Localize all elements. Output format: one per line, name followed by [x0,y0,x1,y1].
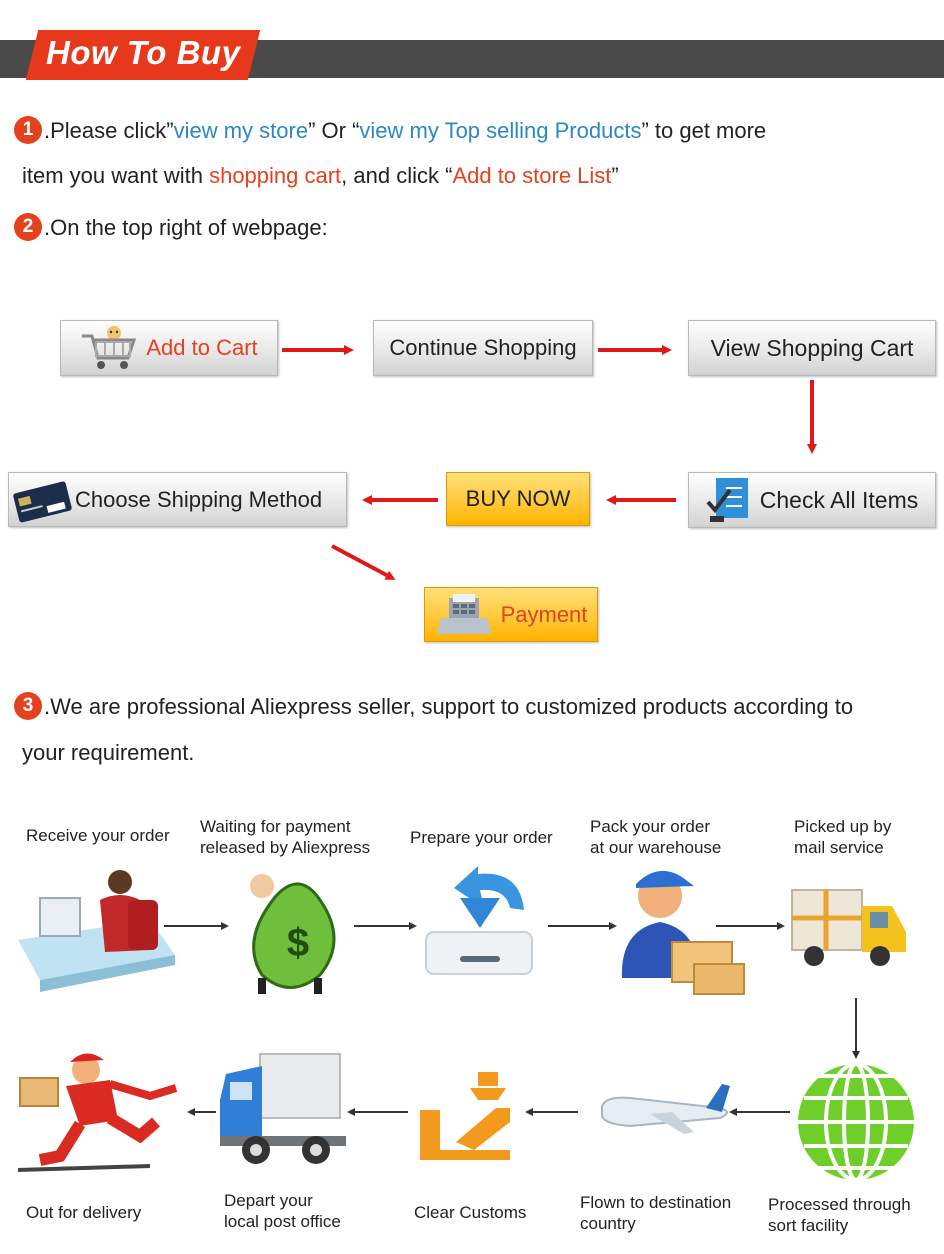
post-truck-icon [220,1053,346,1164]
view-cart-label: View Shopping Cart [710,334,914,361]
flow-arrows [282,345,817,580]
globe-icon [798,1062,914,1182]
add-to-cart-label: Add to Cart [146,335,258,360]
payment-label: Payment [500,601,588,627]
arrow-diagonal-icon [331,544,396,580]
step-receive-order-caption: Receive your order [26,826,170,845]
top-selling-link[interactable]: view my Top selling Products [359,118,642,143]
step3-line1: 3.We are professional Aliexpress seller,… [14,684,853,729]
step3-line2: your requirement. [22,740,195,765]
add-to-cart-button[interactable]: Add to Cart [60,320,278,376]
step3-number-badge: 3 [14,692,42,721]
step1-number-badge: 1 [14,116,42,145]
continue-shopping-label: Continue Shopping [389,335,577,360]
money-bag-icon: $ [250,874,336,994]
airplane-icon [601,1084,730,1134]
step-clear-customs-caption: Clear Customs [414,1203,527,1222]
shopping-cart-icon [80,324,138,372]
choose-shipping-label: Choose Shipping Method [75,486,323,512]
step-prepare-order-caption: Prepare your order [410,828,553,847]
add-to-store-list-link[interactable]: Add to store List [452,163,612,188]
step2-number-badge: 2 [14,213,42,242]
step-out-for-delivery-caption: Out for delivery [26,1203,142,1222]
delivery-truck-icon [791,889,906,966]
buy-now-button[interactable]: BUY NOW [446,472,590,526]
check-all-items-label: Check All Items [759,486,919,513]
courier-icon [17,1053,178,1172]
dollar-sign: $ [287,921,309,965]
check-all-items-button[interactable]: Check All Items [688,472,936,528]
step1-line2: item you want with shopping cart, and cl… [22,163,619,188]
customs-officer-icon [420,1072,510,1160]
cash-register-icon [435,592,493,638]
buy-now-label: BUY NOW [465,486,571,511]
view-my-store-link[interactable]: view my store [173,118,309,143]
step1-line1: 1.Please click”view my store” Or “view m… [14,108,766,153]
choose-shipping-method-button[interactable]: Choose Shipping Method [8,472,347,527]
credit-card-icon [11,477,73,523]
continue-shopping-button[interactable]: Continue Shopping [373,320,593,376]
page-title: How To Buy [46,34,241,71]
view-shopping-cart-button[interactable]: View Shopping Cart [688,320,936,376]
payment-button[interactable]: Payment [424,587,598,642]
warehouse-worker-icon [621,870,745,995]
step2-line: 2.On the top right of webpage: [14,205,328,250]
checklist-icon [706,476,752,524]
process-illustrations: $ [17,866,914,1182]
download-box-icon [425,866,533,975]
desk-worker-icon [18,870,175,992]
shopping-cart-link[interactable]: shopping cart [209,163,342,188]
